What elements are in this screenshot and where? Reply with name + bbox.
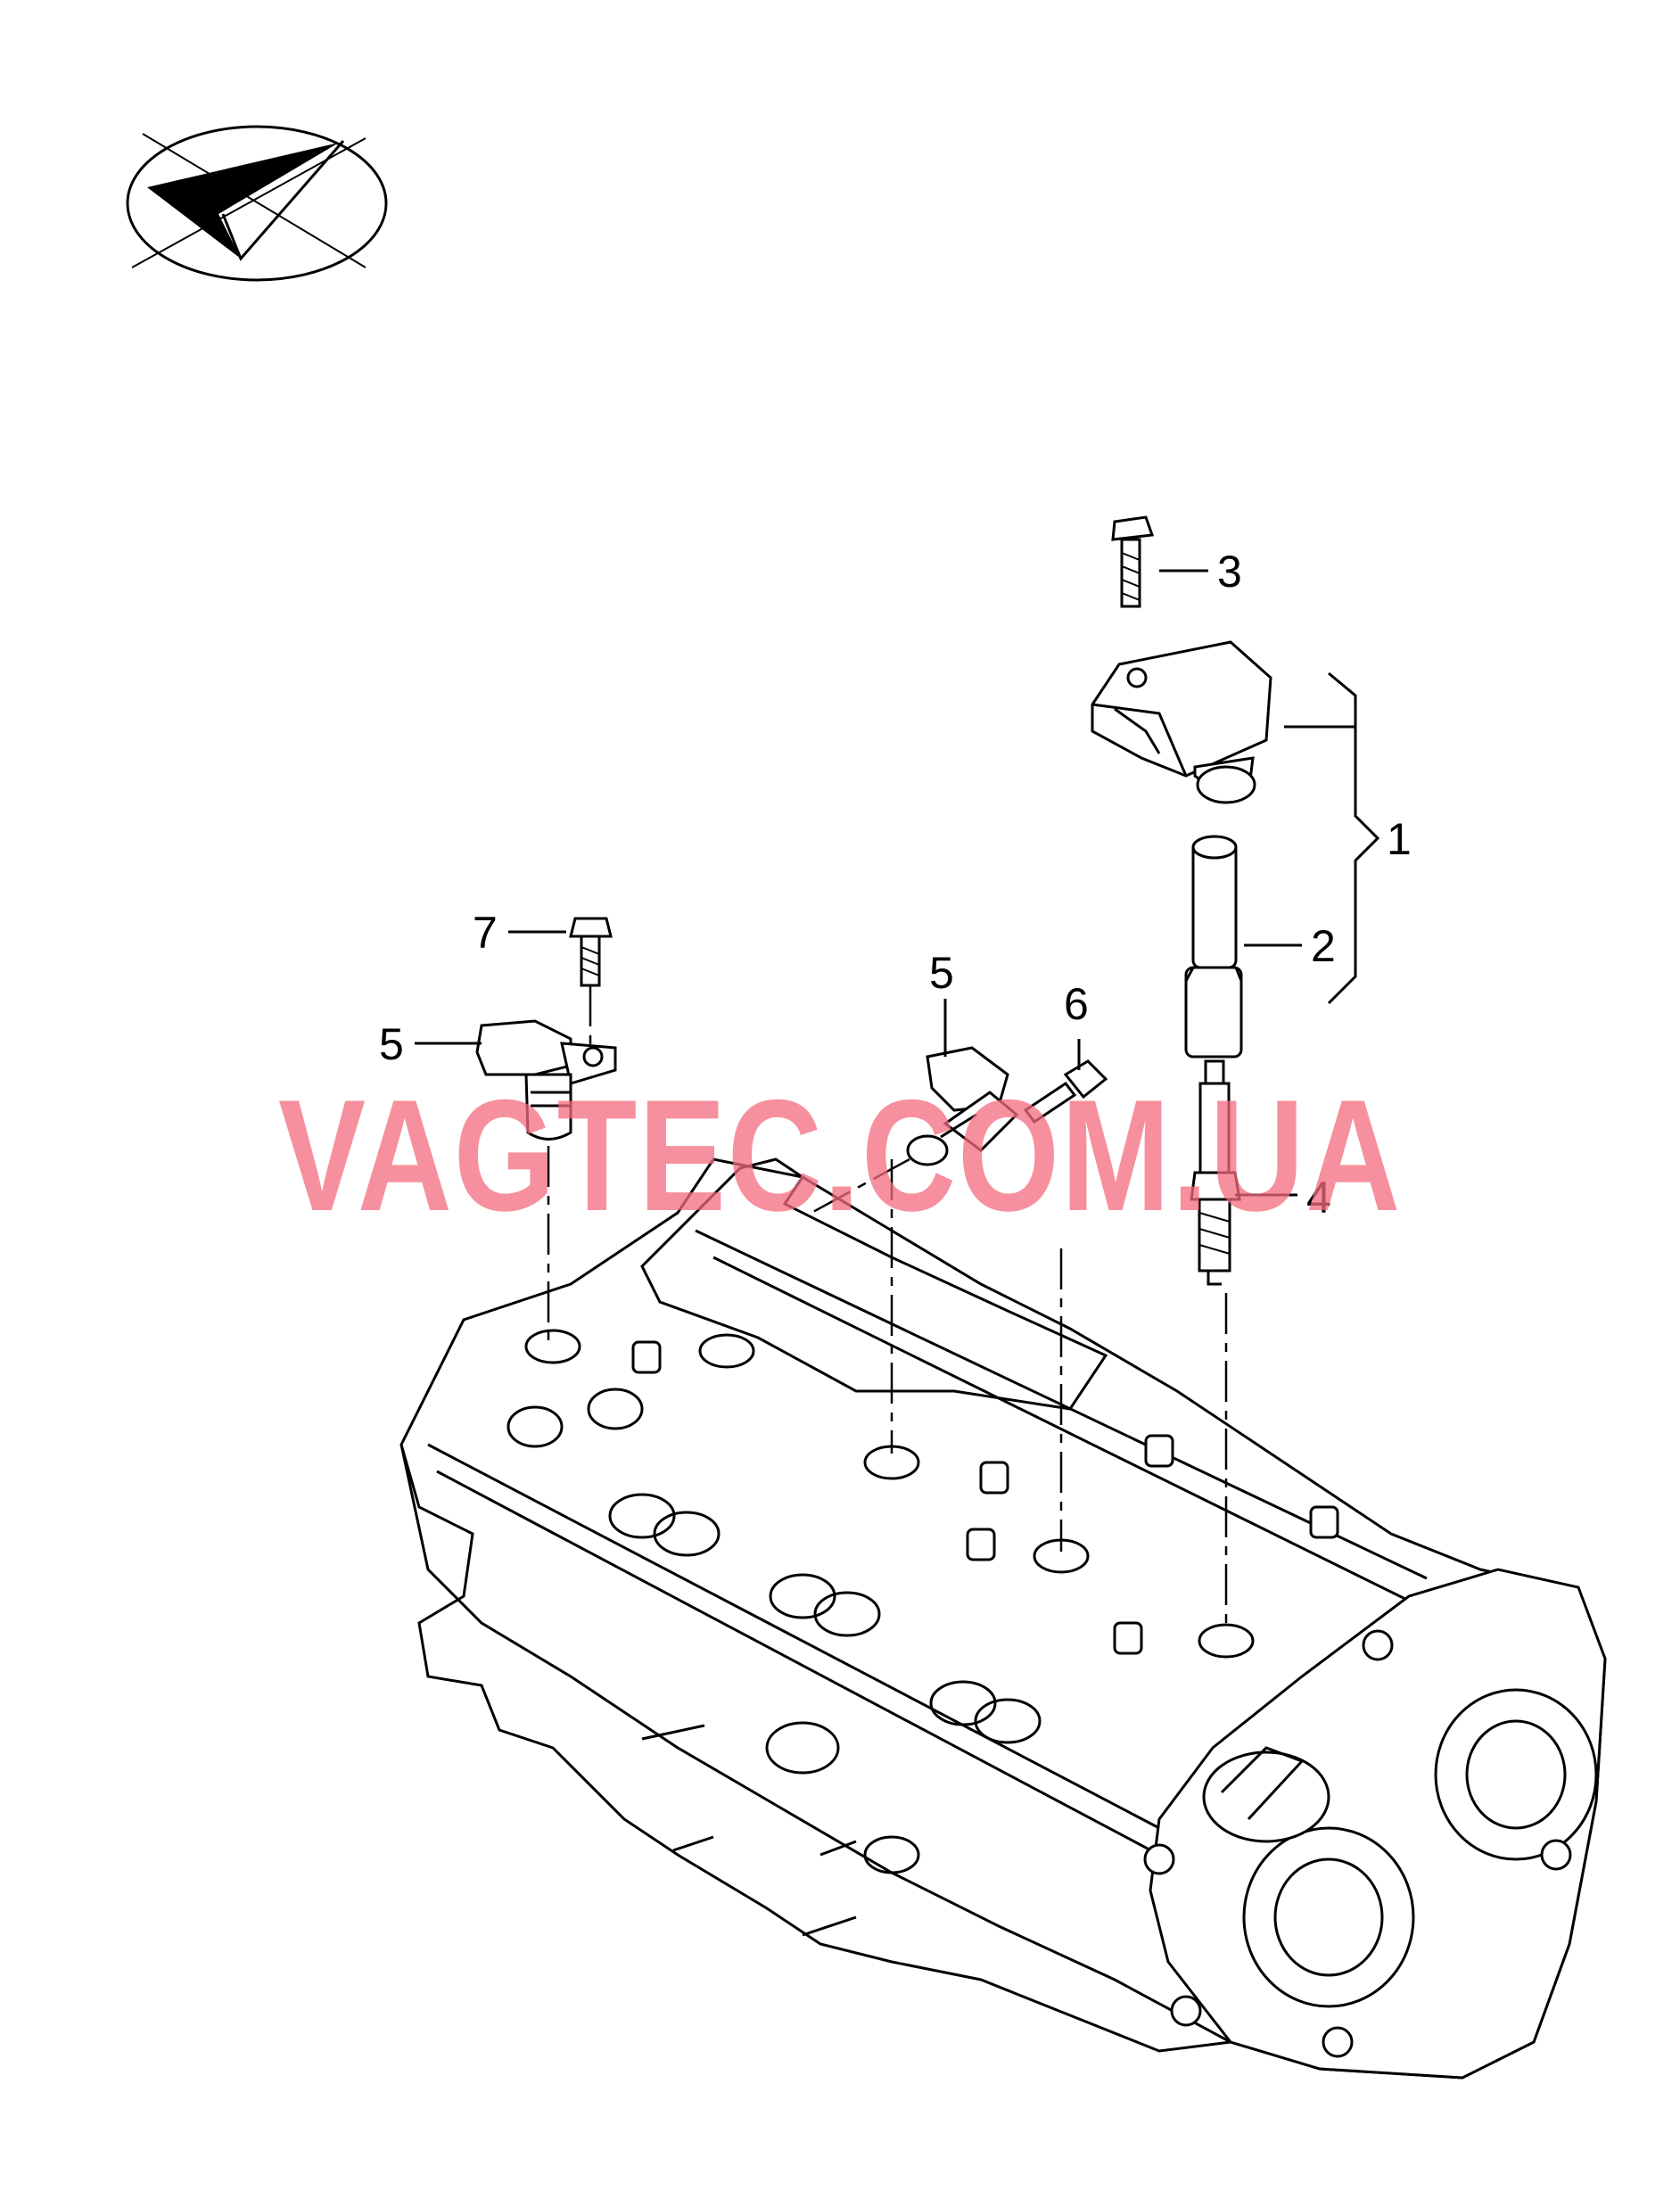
callout-labels: 1 2 3 4 5 5 6 7 (379, 547, 1412, 1223)
ignition-coil (1091, 640, 1272, 804)
cylinder-head-illustration (399, 1157, 1607, 2080)
callout-6: 6 (1064, 979, 1089, 1029)
callout-1: 1 (1387, 814, 1412, 864)
callout-5-center: 5 (929, 948, 954, 998)
camshaft-sensor-left (475, 1019, 617, 1141)
bolt-7 (569, 917, 613, 987)
spark-plug (1190, 1059, 1241, 1286)
callout-5-left: 5 (379, 1019, 404, 1069)
leader-lines (415, 569, 1380, 1197)
callout-4: 4 (1306, 1173, 1331, 1223)
bolt-6 (1023, 1059, 1108, 1124)
callout-3: 3 (1217, 547, 1242, 597)
coil-extension (1184, 835, 1243, 1058)
arrow-check-ellipse-logo (126, 125, 388, 282)
bolt-3 (1111, 515, 1155, 608)
callout-7: 7 (473, 908, 498, 958)
callout-2: 2 (1311, 921, 1336, 971)
camshaft-sensor-center (906, 1046, 1019, 1166)
watermark-text: VAGTEC.COM.UA (278, 1067, 1402, 1244)
